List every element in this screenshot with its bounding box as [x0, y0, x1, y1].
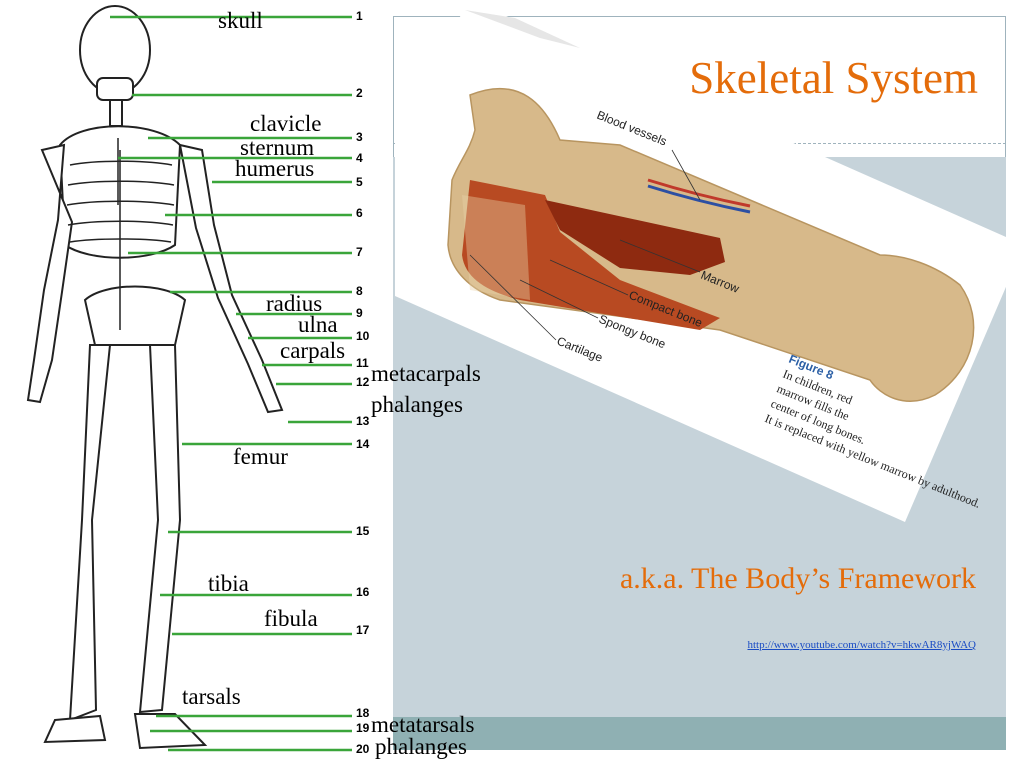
- bone-label-humerus: humerus: [235, 156, 315, 181]
- bone-label-phalanges-foot: phalanges: [375, 734, 467, 759]
- bone-number: 10: [356, 329, 370, 343]
- bone-label-femur: femur: [233, 444, 288, 469]
- bone-number: 7: [356, 245, 363, 259]
- bone-label-carpals: carpals: [280, 338, 346, 363]
- bone-number: 1: [356, 9, 363, 23]
- youtube-link[interactable]: http://www.youtube.com/watch?v=hkwAR8yjW…: [747, 639, 976, 651]
- bone-number: 14: [356, 437, 370, 451]
- bone-label-phalanges-hand: phalanges: [371, 392, 463, 417]
- leader-lines: [110, 15, 352, 752]
- bone-illustration: [447, 87, 975, 402]
- bone-number: 11: [356, 356, 369, 370]
- slide-footer-band: [393, 717, 1006, 750]
- slide-subtitle: a.k.a. The Body’s Framework: [619, 562, 976, 595]
- bone-label-tibia: tibia: [208, 571, 249, 596]
- bone-number: 15: [356, 524, 370, 538]
- slide-title: Skeletal System: [689, 53, 978, 103]
- bone-label-ulna: ulna: [298, 312, 338, 337]
- bone-label-radius: radius: [266, 291, 323, 316]
- bone-label-clavicle: clavicle: [250, 111, 322, 136]
- bone-number: 16: [356, 585, 370, 599]
- skeleton-illustration: [26, 5, 352, 752]
- bone-number: 20: [356, 742, 370, 756]
- bone-number: 12: [356, 375, 370, 389]
- bone-number: 13: [356, 414, 370, 428]
- bone-number: 5: [356, 175, 363, 189]
- bone-label-sternum: sternum: [240, 135, 315, 160]
- bone-label-metatarsals: metatarsals: [371, 712, 475, 737]
- bone-label-metacarpals: metacarpals: [371, 361, 481, 386]
- bone-number: 2: [356, 86, 363, 100]
- bone-number: 19: [356, 721, 370, 735]
- bone-number: 6: [356, 206, 363, 220]
- bone-label-tarsals: tarsals: [182, 684, 241, 709]
- bone-label-skull: skull: [218, 8, 263, 33]
- bone-number: 18: [356, 706, 370, 720]
- bone-label-fibula: fibula: [264, 606, 318, 631]
- bone-number: 4: [356, 151, 363, 165]
- bone-number: 9: [356, 306, 363, 320]
- bone-number: 3: [356, 130, 363, 144]
- bone-number: 17: [356, 623, 370, 637]
- bone-number: 8: [356, 284, 363, 298]
- figure-leader-lines: [469, 149, 701, 341]
